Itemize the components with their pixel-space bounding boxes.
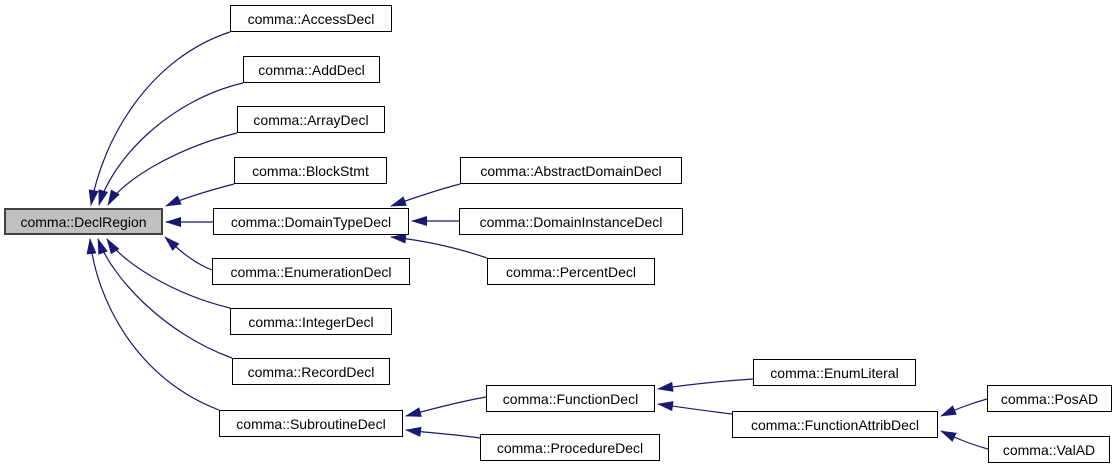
- class-node-valad[interactable]: comma::ValAD: [988, 436, 1110, 463]
- class-node-percentdecl[interactable]: comma::PercentDecl: [487, 258, 655, 285]
- edge-recorddecl-declregion: [97, 238, 233, 359]
- edge-arraydecl-declregion: [107, 132, 238, 206]
- edge-adddecl-declregion: [98, 82, 244, 206]
- class-node-integerdecl[interactable]: comma::IntegerDecl: [230, 308, 392, 335]
- class-node-subroutinedecl[interactable]: comma::SubroutineDecl: [219, 410, 403, 437]
- edge-abstractdomaindecl-domaintypedecl: [390, 183, 461, 207]
- edge-blockstmt-declregion: [165, 183, 235, 207]
- edge-functionattribdecl-functiondecl: [657, 401, 733, 415]
- edge-percentdecl-domaintypedecl: [390, 233, 488, 259]
- class-node-enumliteral[interactable]: comma::EnumLiteral: [753, 359, 916, 386]
- edge-functiondecl-subroutinedecl: [405, 396, 487, 417]
- class-node-blockstmt[interactable]: comma::BlockStmt: [234, 157, 387, 184]
- class-node-adddecl[interactable]: comma::AddDecl: [243, 56, 380, 83]
- edge-proceduredecl-subroutinedecl: [405, 426, 481, 439]
- class-node-recorddecl[interactable]: comma::RecordDecl: [232, 358, 390, 385]
- edge-enumerationdecl-declregion: [164, 236, 213, 271]
- class-node-arraydecl[interactable]: comma::ArrayDecl: [237, 106, 385, 133]
- class-node-posad[interactable]: comma::PosAD: [987, 385, 1112, 412]
- class-node-domaintypedecl[interactable]: comma::DomainTypeDecl: [213, 208, 409, 235]
- class-node-abstractdomaindecl[interactable]: comma::AbstractDomainDecl: [460, 157, 682, 184]
- edge-posad-functionattribdecl: [940, 398, 988, 417]
- class-node-domaininstancedecl[interactable]: comma::DomainInstanceDecl: [459, 208, 683, 235]
- class-node-declregion: comma::DeclRegion: [4, 208, 163, 235]
- edge-valad-functionattribdecl: [940, 430, 989, 450]
- edge-accessdecl-declregion: [88, 31, 231, 206]
- class-node-enumerationdecl[interactable]: comma::EnumerationDecl: [212, 258, 410, 285]
- class-node-functionattribdecl[interactable]: comma::FunctionAttribDecl: [732, 411, 938, 438]
- edge-subroutinedecl-declregion: [86, 238, 220, 411]
- class-node-functiondecl[interactable]: comma::FunctionDecl: [486, 385, 655, 412]
- edge-enumliteral-functiondecl: [657, 378, 754, 392]
- class-node-accessdecl[interactable]: comma::AccessDecl: [230, 5, 392, 32]
- class-node-proceduredecl[interactable]: comma::ProcedureDecl: [480, 434, 660, 461]
